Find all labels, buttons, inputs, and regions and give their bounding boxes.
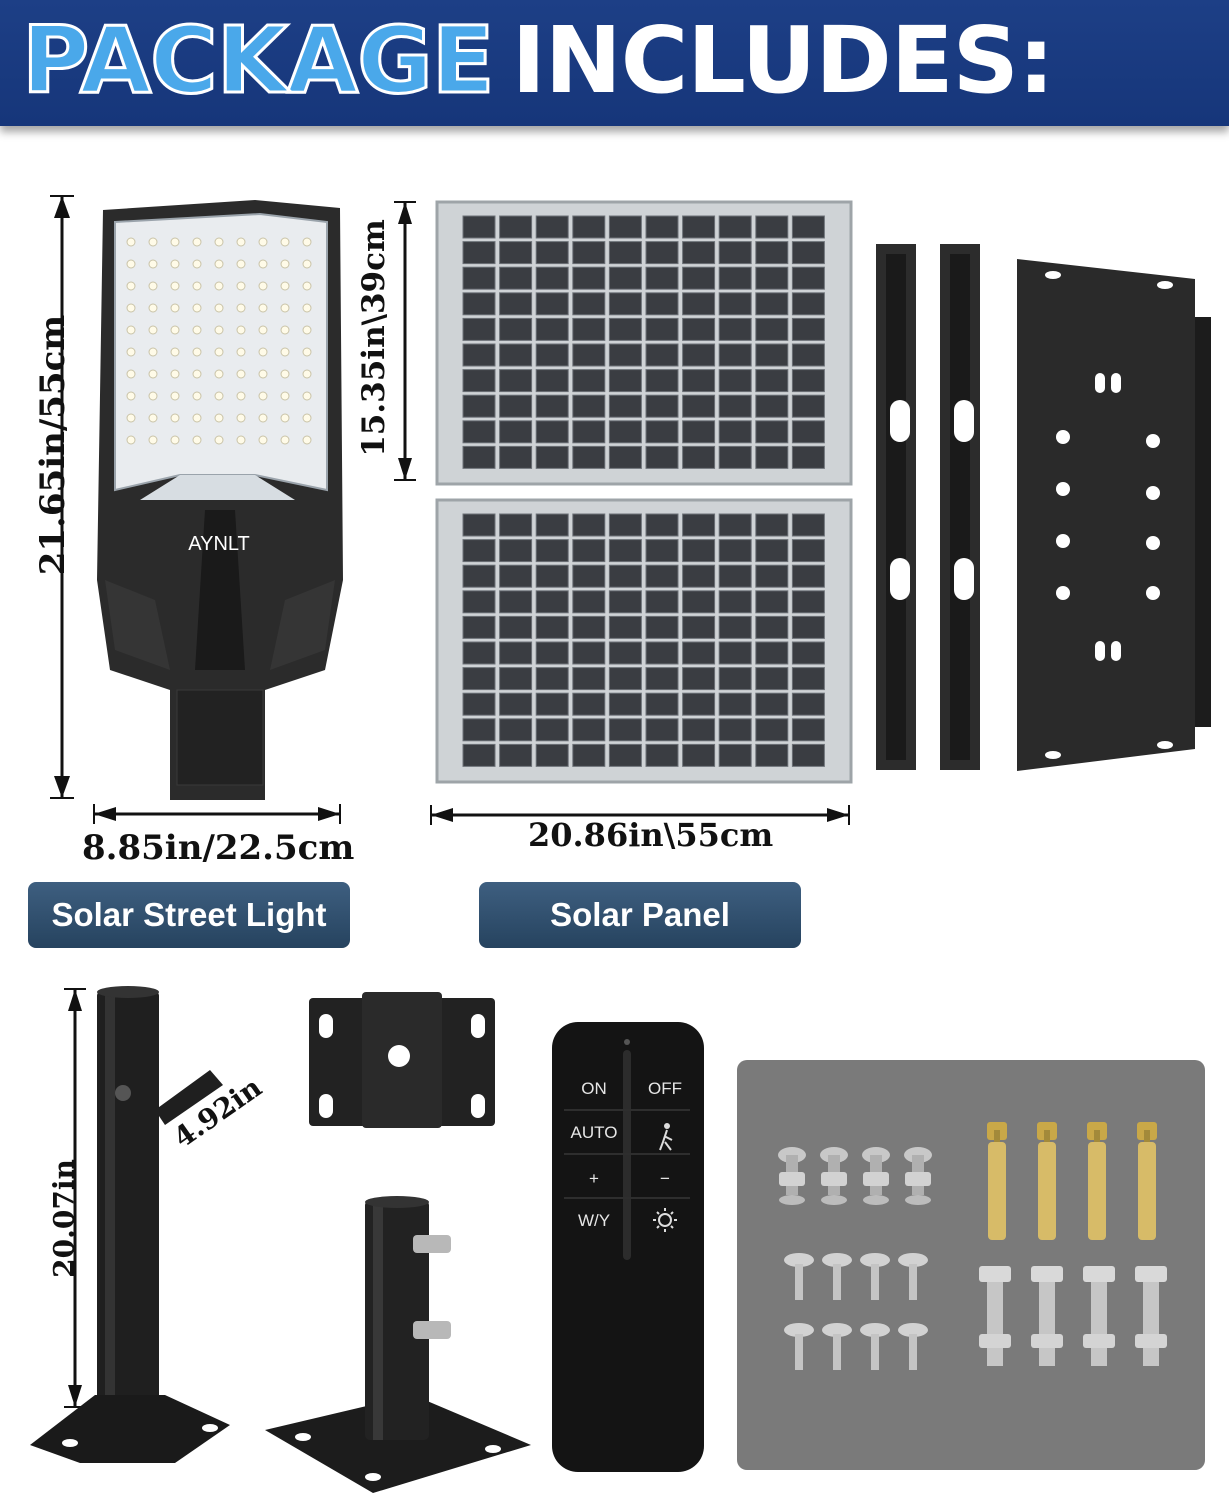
- remote-plus-button: +: [589, 1169, 599, 1188]
- hardware-kit-image: [737, 1060, 1205, 1470]
- street-light-height-arrow: [50, 195, 74, 799]
- panel-height-label: 15.35in\39cm: [356, 219, 392, 457]
- remote-auto-button: AUTO: [571, 1123, 618, 1142]
- street-light-label: Solar Street Light: [28, 882, 350, 948]
- remote-off-button: OFF: [648, 1079, 682, 1098]
- pole-base-mount-image: [265, 1196, 531, 1493]
- remote-on-button: ON: [581, 1079, 607, 1098]
- led-array: [126, 237, 312, 445]
- brightness-icon: [653, 1208, 677, 1232]
- street-light-height-label: 21.65in/55cm: [33, 314, 73, 576]
- remote-wy-button: W/Y: [578, 1211, 610, 1230]
- title-part1: PACKAGE: [21, 6, 497, 116]
- street-light-width-label: 8.85in/22.5cm: [82, 828, 355, 868]
- remote-minus-button: −: [660, 1169, 670, 1188]
- panel-height-arrow: [394, 201, 416, 481]
- pole-adapter-image: [30, 986, 230, 1463]
- remote-control: ON OFF AUTO + − W/Y: [552, 1022, 704, 1472]
- light-bracket-image: [309, 992, 495, 1128]
- street-light-width-arrow: [93, 804, 341, 824]
- panel-rails-image: [876, 244, 980, 770]
- brand-logo: AYNLT: [188, 533, 250, 555]
- mounting-plate-image: [1017, 259, 1211, 771]
- panel-width-label: 20.86in\55cm: [528, 816, 774, 854]
- street-light-image: AYNLT: [97, 200, 343, 800]
- panel-width-arrow: [430, 805, 850, 825]
- solar-panel-image: [435, 200, 853, 784]
- rail-right: [940, 244, 980, 770]
- title-part2: INCLUDES:: [511, 7, 1055, 114]
- motion-sensor-icon: [659, 1123, 673, 1151]
- rail-left: [876, 244, 916, 770]
- solar-panel-label: Solar Panel: [479, 882, 801, 948]
